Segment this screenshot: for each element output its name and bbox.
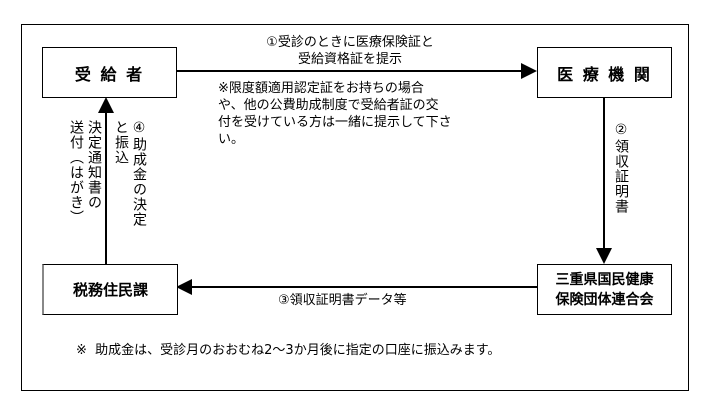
notice-col2: 送付（はがき） xyxy=(68,120,84,225)
recipient-label: 受 給 者 xyxy=(74,64,145,84)
note-line: ※限度額適用認定証をお持ちの場合 xyxy=(218,81,424,96)
footnote: ※ 助成金は、受診月のおおむね2〜3か月後に指定の口座に振込みます。 xyxy=(76,343,501,358)
step4-col2: と振込 xyxy=(113,120,129,165)
note-line: 付を受けている方は一緒に提示して下さ xyxy=(218,115,452,130)
tax-office-box: 税務住民課 xyxy=(42,264,178,315)
step1-line2: 受給資格証を提示 xyxy=(297,52,402,67)
step3-label: ③領収証明書データ等 xyxy=(278,293,407,308)
federation-box: 三重県国民健康 保険団体連合会 xyxy=(537,264,672,315)
step1-line1: ①受診のときに医療保険証と xyxy=(266,35,434,50)
diagram-frame xyxy=(21,24,689,391)
step1-label: ①受診のときに医療保険証と 受給資格証を提示 xyxy=(220,34,480,68)
medical-box: 医 療 機 関 xyxy=(537,47,672,98)
recipient-box: 受 給 者 xyxy=(42,47,177,98)
step4-col1: ④助成金の決定 xyxy=(131,120,147,227)
notice-col1: 決定通知書の xyxy=(86,120,102,210)
note-line: や、他の公費助成制度で受給者証の交 xyxy=(218,98,439,113)
medical-label: 医 療 機 関 xyxy=(557,64,652,84)
federation-label-1: 三重県国民健康 xyxy=(555,271,654,288)
federation-label-2: 保険団体連合会 xyxy=(555,291,654,308)
note-line: い。 xyxy=(218,132,245,147)
tax-office-label: 税務住民課 xyxy=(72,281,148,299)
step2-label: ②領収証明書 xyxy=(613,122,629,214)
note-text: ※限度額適用認定証をお持ちの場合 や、他の公費助成制度で受給者証の交 付を受けて… xyxy=(218,80,498,148)
